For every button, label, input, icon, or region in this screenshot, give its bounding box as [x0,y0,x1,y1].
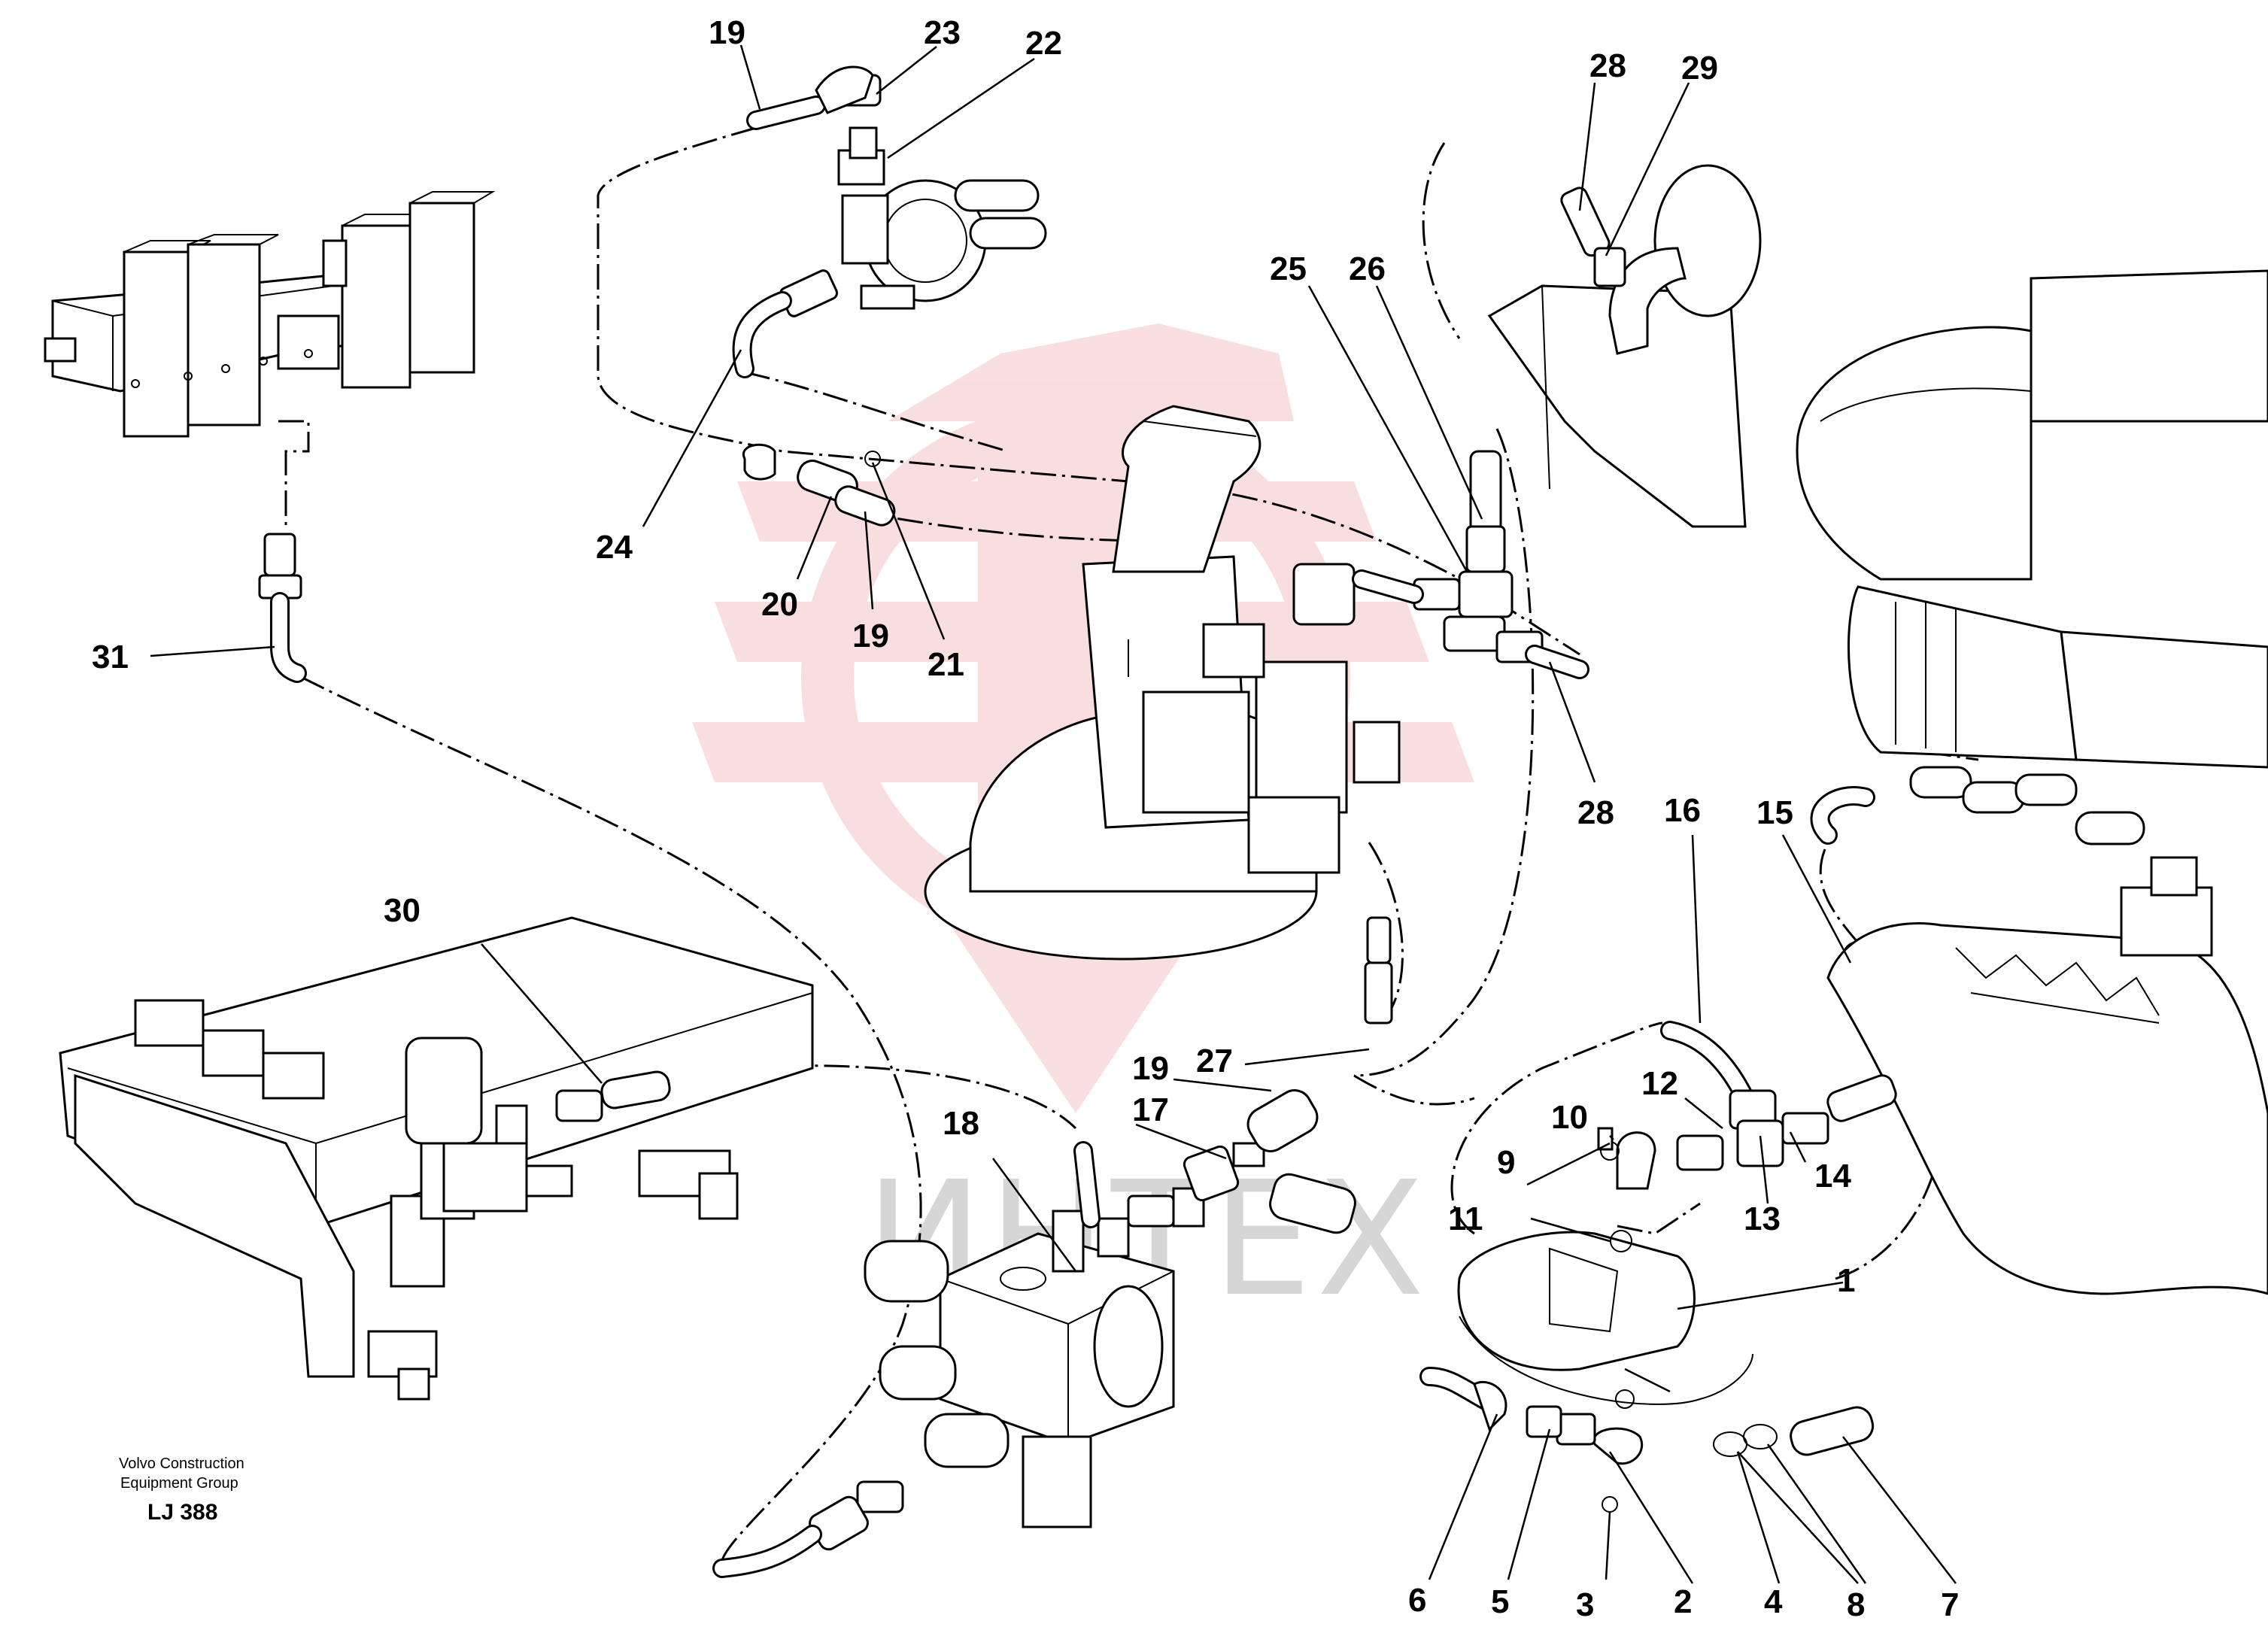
callout-18: 18 [943,1105,979,1142]
callout-31: 31 [92,639,129,675]
callout-10: 10 [1551,1099,1588,1136]
callout-1: 1 [1837,1262,1855,1299]
callout-27: 27 [1196,1043,1233,1079]
callout-2: 2 [1674,1583,1692,1620]
callout-8: 8 [1847,1586,1865,1623]
leader-lines [150,44,1957,1584]
callout-28-lower: 28 [1577,794,1614,831]
callout-4: 4 [1764,1583,1783,1620]
credit-line-1: Volvo Construction [119,1455,244,1472]
valve-block-top-left [44,191,496,438]
callout-24: 24 [596,529,633,566]
fittings-25-26 [1352,450,1589,679]
clamp-group-19-20-21 [742,443,896,527]
credit-block: Volvo Construction Equipment Group LJ 38… [119,1455,244,1525]
fitting-cluster-9-14 [1597,1021,1897,1190]
valve-housing-18 [712,1089,1356,1578]
callout-30: 30 [384,892,421,929]
callout-16: 16 [1664,792,1701,829]
hose-31 [258,533,307,683]
callout-22: 22 [1025,25,1062,62]
callout-26: 26 [1349,250,1386,287]
callout-14: 14 [1814,1158,1851,1194]
housing-part-1 [1457,1231,1753,1405]
callout-9: 9 [1497,1144,1515,1181]
heater-unit-center [924,405,1401,961]
credit-line-2: Equipment Group [120,1475,238,1492]
callout-25: 25 [1270,250,1307,287]
callout-23: 23 [924,14,961,51]
callout-19-bottom: 19 [1132,1050,1169,1087]
engine-flange-top-right [1487,164,1762,528]
fan-shroud-right [1826,856,2268,1295]
callout-19-mid: 19 [852,618,889,654]
callout-5: 5 [1491,1583,1509,1620]
intake-pipe-right [1796,269,2268,845]
callout-28-upper: 28 [1589,47,1626,84]
part-27 [1364,916,1393,1024]
callout-13: 13 [1744,1200,1781,1237]
callout-3: 3 [1576,1586,1594,1623]
callout-11: 11 [1448,1200,1483,1237]
callout-17: 17 [1132,1091,1169,1128]
fitting-cluster-2-8 [1419,1230,1875,1513]
callout-6: 6 [1408,1582,1426,1619]
hose-30 [555,1070,671,1122]
heater-pump-assembly [732,65,1047,378]
callout-labels: 1 2 3 4 5 6 7 8 9 10 11 12 13 14 15 16 1… [92,14,1959,1623]
drawing-code: LJ 388 [147,1500,217,1525]
callout-15: 15 [1756,794,1793,831]
callout-12: 12 [1641,1065,1678,1102]
callout-7: 7 [1941,1586,1959,1623]
callout-21: 21 [928,646,964,683]
valve-block-bottom-left [59,916,814,1401]
callout-20: 20 [761,586,798,623]
connection-lines [278,126,1979,1565]
callout-19-top: 19 [709,14,745,51]
callout-29: 29 [1681,50,1718,87]
